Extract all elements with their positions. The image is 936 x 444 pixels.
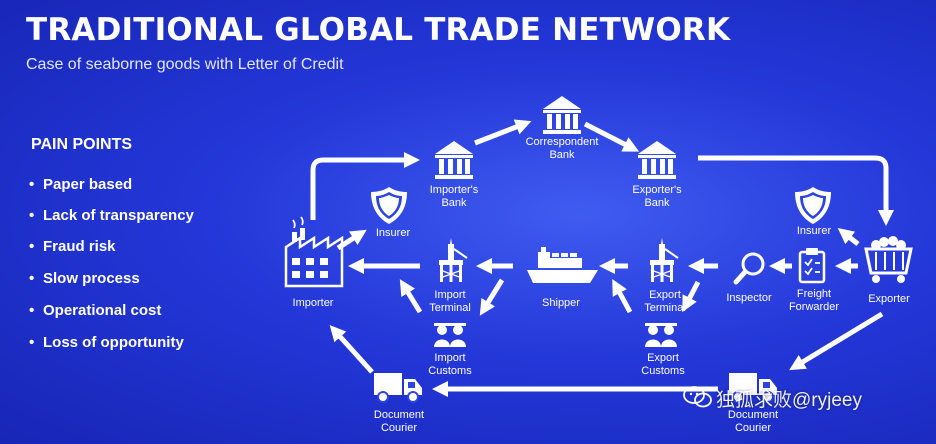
exporters-bank-label: Exporter's Bank — [632, 184, 682, 209]
export-customs-label: Export Customs — [641, 352, 685, 377]
exporters-bank-icon — [638, 141, 676, 179]
import-terminal-crane-icon — [438, 237, 468, 283]
watermark-text: 独孤求败@ryjeey — [716, 390, 862, 411]
connector-importer-to-importers-bank — [310, 151, 421, 220]
connector-importers-bank-to-correspondent — [474, 119, 532, 146]
import-terminal-label: Import Terminal — [429, 289, 471, 314]
document-courier-label: Document Courier — [727, 409, 779, 434]
freight-forwarder-label: Freight Forwarder — [788, 288, 840, 313]
pain-points-list: Paper based Lack of transparency Fraud r… — [29, 175, 229, 352]
connector-customs-to-export-terminal — [612, 278, 633, 314]
pain-point-item: Fraud risk — [29, 237, 229, 256]
factory-icon — [284, 216, 344, 288]
wechat-icon — [683, 386, 712, 408]
export-terminal-label: Export Terminal — [644, 289, 686, 314]
importer-label: Importer — [292, 297, 334, 309]
connector-customs-to-import-terminal — [399, 279, 423, 314]
import-customs-label: Import Customs — [428, 352, 472, 377]
pain-point-item: Operational cost — [29, 301, 229, 320]
export-customs-officers-icon — [645, 323, 677, 347]
magnifier-icon — [733, 252, 765, 285]
pain-points-heading: PAIN POINTS — [31, 136, 133, 153]
connector-export-terminal-to-customs — [682, 280, 701, 313]
document-courier-label: Document Courier — [373, 409, 425, 434]
ship-icon — [527, 247, 598, 283]
document-courier-truck-icon — [373, 372, 423, 403]
importers-bank-label: Importer's Bank — [429, 184, 479, 209]
clipboard-icon — [798, 248, 826, 284]
insurer-shield-icon — [371, 187, 407, 224]
insurer-shield-icon — [795, 187, 831, 224]
slide-title: TRADITIONAL GLOBAL TRADE NETWORK — [26, 12, 731, 48]
importers-bank-icon — [435, 141, 473, 179]
inspector-label: Inspector — [726, 292, 772, 304]
connector-exporter-to-insurer — [837, 228, 860, 246]
insurer-label: Insurer — [375, 227, 411, 239]
export-terminal-crane-icon — [649, 237, 679, 283]
correspondent-bank-icon — [543, 96, 581, 134]
cargo-cart-icon — [864, 236, 913, 283]
connector-import-terminal-to-customs — [479, 278, 505, 316]
slide-subtitle: Case of seaborne goods with Letter of Cr… — [26, 56, 344, 73]
connector-exporters-bank-to-exporter — [698, 155, 895, 227]
connector-exporter-to-courier — [789, 311, 884, 371]
correspondent-bank-label: Correspondent Bank — [525, 136, 599, 161]
shipper-label: Shipper — [542, 297, 580, 309]
exporter-label: Exporter — [868, 293, 910, 305]
connector-courier-to-importer — [329, 325, 374, 374]
pain-point-item: Slow process — [29, 269, 229, 288]
connector-correspondent-to-exporters-bank — [583, 121, 640, 152]
pain-point-item: Lack of transparency — [29, 206, 229, 225]
insurer-label: Insurer — [796, 225, 832, 237]
pain-point-item: Loss of opportunity — [29, 333, 229, 352]
import-customs-officers-icon — [434, 323, 466, 347]
pain-point-item: Paper based — [29, 175, 229, 194]
